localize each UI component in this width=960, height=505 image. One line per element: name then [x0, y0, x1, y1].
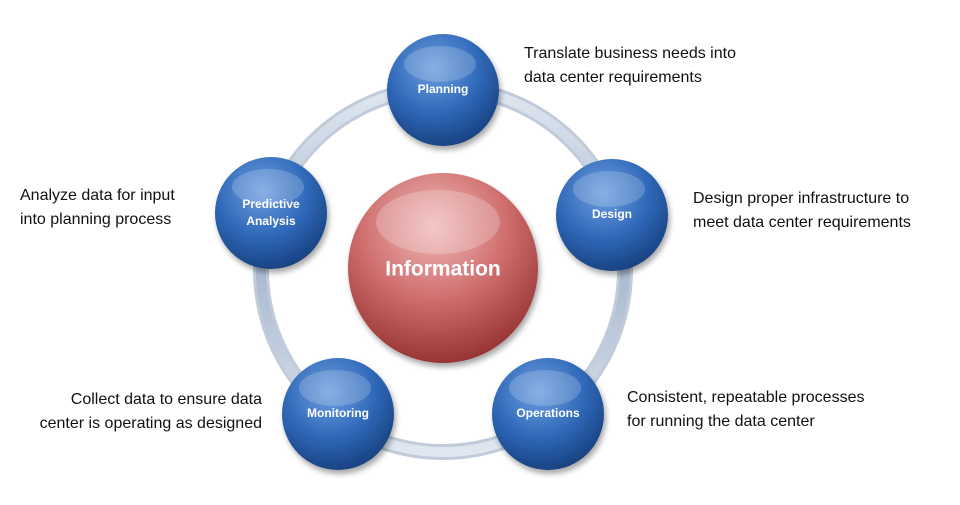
stage-node-predictive-analysis: Predictive Analysis	[215, 157, 327, 269]
stage-desc-planning: Translate business needs into data cente…	[524, 42, 736, 90]
stage-label-monitoring: Monitoring	[307, 406, 369, 420]
stage-label-predictive-analysis-line1: Predictive	[242, 197, 300, 211]
stage-desc-operations: Consistent, repeatable processes for run…	[627, 386, 864, 434]
stage-label-design: Design	[592, 207, 632, 221]
stage-label-predictive-analysis-line2: Analysis	[246, 214, 296, 228]
stage-desc-operations-line1: Consistent, repeatable processes	[627, 389, 865, 406]
stage-desc-planning-line2: data center requirements	[524, 69, 702, 86]
stage-node-design: Design	[556, 159, 668, 271]
stage-label-operations: Operations	[516, 406, 580, 420]
stage-desc-monitoring-line2: center is operating as designed	[39, 415, 262, 432]
stage-desc-monitoring: Collect data to ensure data center is op…	[40, 388, 262, 436]
stage-desc-design: Design proper infrastructure to meet dat…	[693, 187, 911, 235]
stage-desc-design-line2: meet data center requirements	[693, 214, 911, 231]
stage-node-monitoring: Monitoring	[282, 358, 394, 470]
stage-label-planning: Planning	[418, 82, 469, 96]
stage-desc-predictive-analysis-line2: into planning process	[20, 211, 172, 228]
stage-desc-predictive-analysis: Analyze data for input into planning pro…	[20, 184, 175, 232]
stage-desc-operations-line2: for running the data center	[627, 413, 815, 430]
stage-desc-monitoring-line1: Collect data to ensure data	[70, 391, 262, 408]
stage-desc-predictive-analysis-line1: Analyze data for input	[20, 187, 175, 204]
stage-desc-planning-line1: Translate business needs into	[524, 45, 736, 62]
center-node: Information	[348, 173, 538, 363]
center-label: Information	[385, 258, 501, 281]
stage-node-planning: Planning	[387, 34, 499, 146]
stage-desc-design-line1: Design proper infrastructure to	[693, 190, 910, 207]
stage-node-operations: Operations	[492, 358, 604, 470]
